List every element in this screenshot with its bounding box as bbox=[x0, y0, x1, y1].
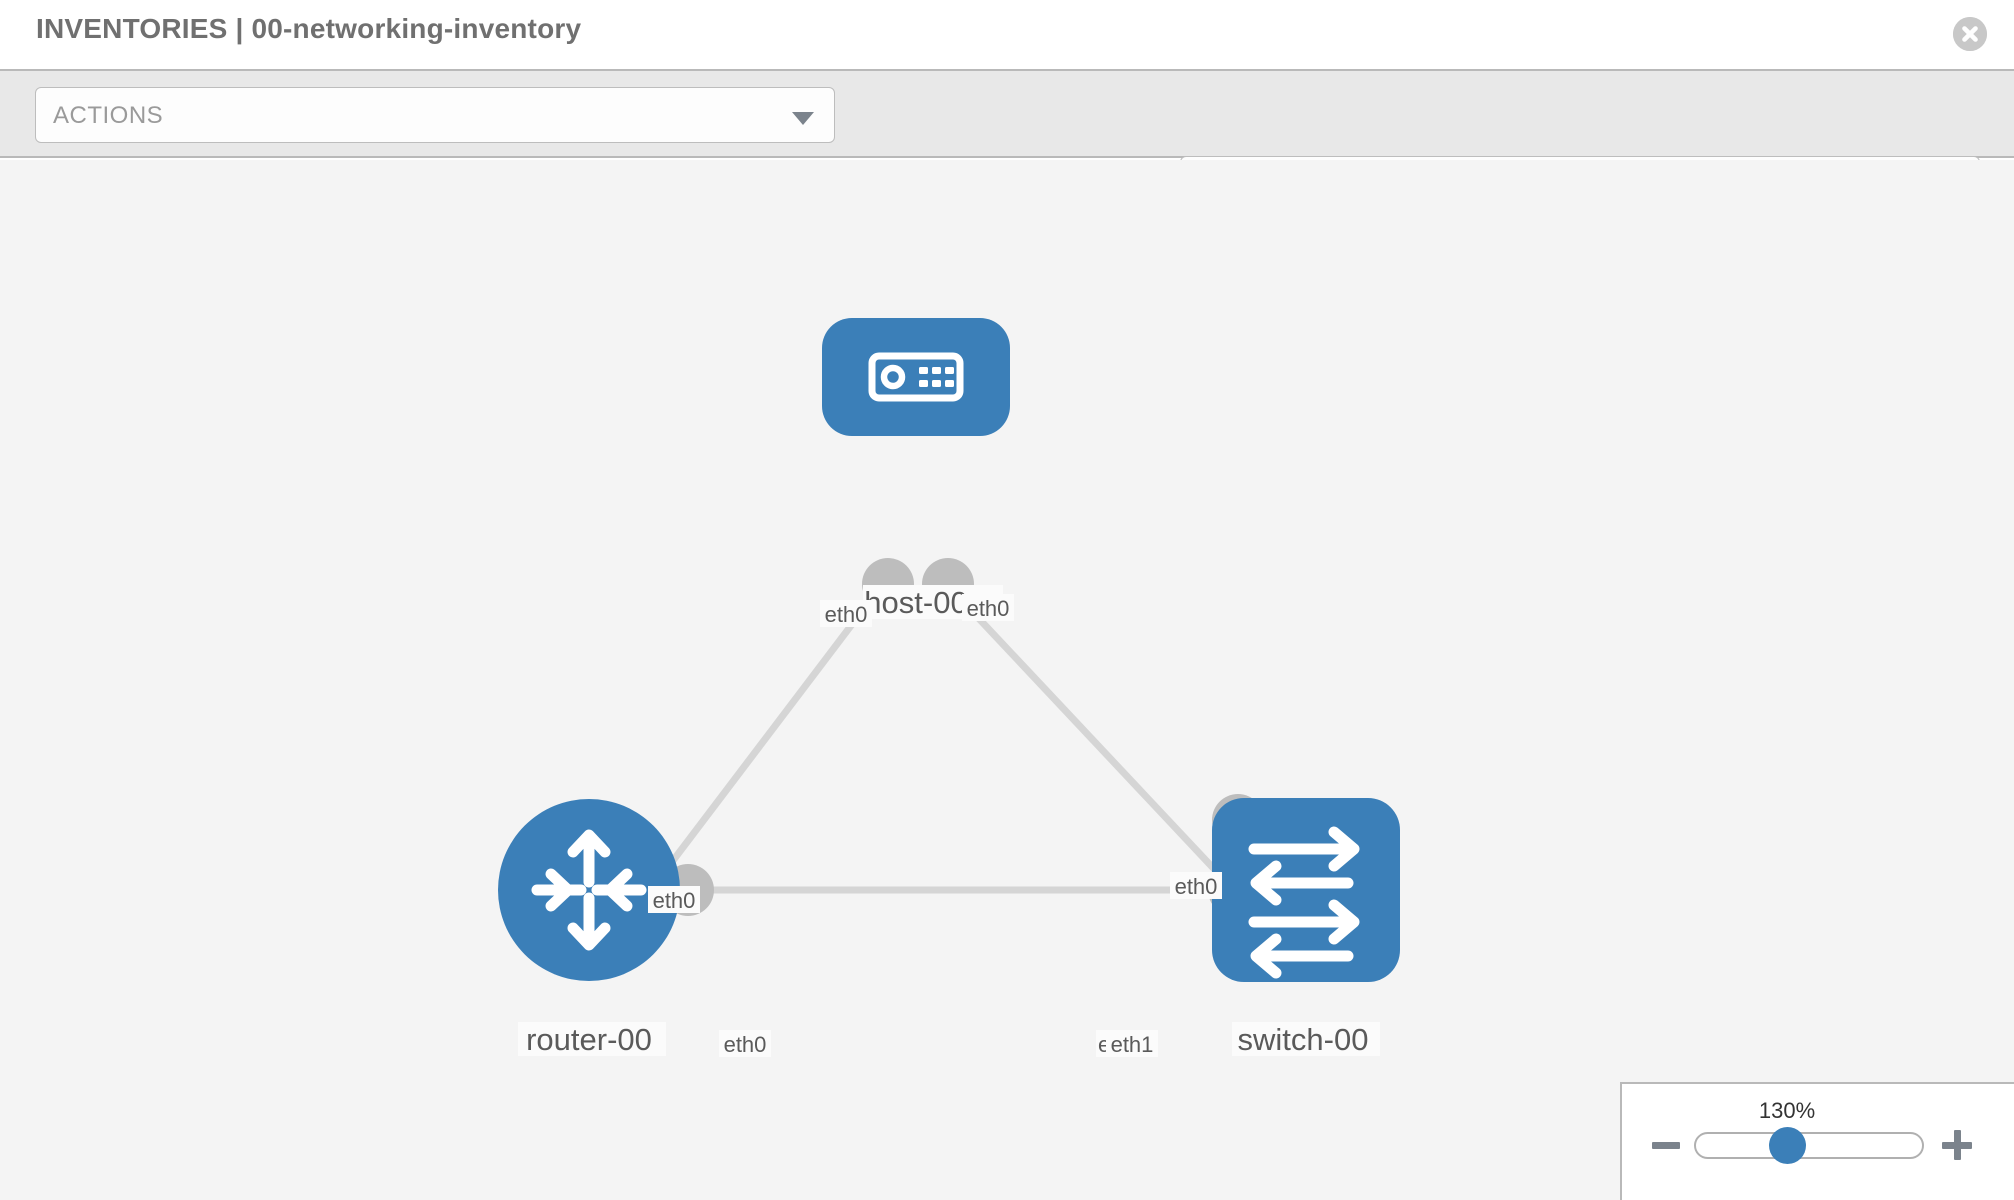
svg-text:eth0: eth0 bbox=[653, 888, 696, 913]
server-icon bbox=[868, 352, 964, 402]
interface-label: eth0 bbox=[1170, 872, 1222, 899]
zoom-slider-track[interactable] bbox=[1694, 1132, 1924, 1159]
svg-text:eth0: eth0 bbox=[967, 596, 1010, 621]
link-host00-switch00 bbox=[949, 587, 1265, 923]
svg-text:eth0: eth0 bbox=[1175, 874, 1218, 899]
node-host-00-label: host-00 bbox=[864, 585, 967, 620]
page-header: INVENTORIES | 00-networking-inventory bbox=[0, 0, 2014, 69]
interface-labels: eth0 eth0 eth0 eth0 eth0 bbox=[648, 594, 1222, 1057]
node-switch-00: switch-00 bbox=[1212, 798, 1400, 1057]
svg-text:eth1: eth1 bbox=[1111, 1032, 1154, 1057]
interface-label: eth1 bbox=[1106, 1030, 1158, 1057]
topology-canvas[interactable]: host-00 router-00 bbox=[0, 160, 2014, 1200]
zoom-in-button[interactable] bbox=[1942, 1130, 1972, 1160]
interface-label: eth0 bbox=[962, 594, 1014, 621]
actions-dropdown-label: ACTIONS bbox=[53, 102, 164, 129]
node-router-00: router-00 bbox=[498, 799, 680, 1057]
zoom-control-panel: 130% bbox=[1620, 1082, 2014, 1200]
node-router-00-label: router-00 bbox=[526, 1022, 652, 1057]
svg-text:eth0: eth0 bbox=[825, 602, 868, 627]
four-arrows-icon bbox=[531, 829, 647, 951]
zoom-slider-thumb[interactable] bbox=[1769, 1127, 1806, 1164]
svg-text:eth0: eth0 bbox=[724, 1032, 767, 1057]
interface-label: eth0 bbox=[719, 1030, 771, 1057]
zoom-level-value: 130% bbox=[1758, 1098, 1816, 1123]
toolbar: ACTIONS bbox=[0, 69, 2014, 213]
page-title: INVENTORIES | 00-networking-inventory bbox=[36, 13, 582, 44]
node-router-00-shape bbox=[498, 799, 680, 981]
interface-label: eth0 bbox=[648, 886, 700, 913]
node-host-00-shape bbox=[822, 318, 1010, 436]
actions-dropdown[interactable]: ACTIONS bbox=[35, 87, 835, 143]
node-switch-00-label: switch-00 bbox=[1238, 1022, 1369, 1057]
interface-label: eth0 bbox=[820, 600, 872, 627]
node-host-00: host-00 bbox=[822, 318, 1010, 620]
chevron-down-icon bbox=[792, 112, 814, 125]
close-icon[interactable] bbox=[1953, 17, 1987, 51]
topology-links bbox=[625, 587, 1265, 923]
switch-arrows-icon bbox=[1248, 826, 1360, 979]
zoom-out-button[interactable] bbox=[1652, 1142, 1680, 1149]
